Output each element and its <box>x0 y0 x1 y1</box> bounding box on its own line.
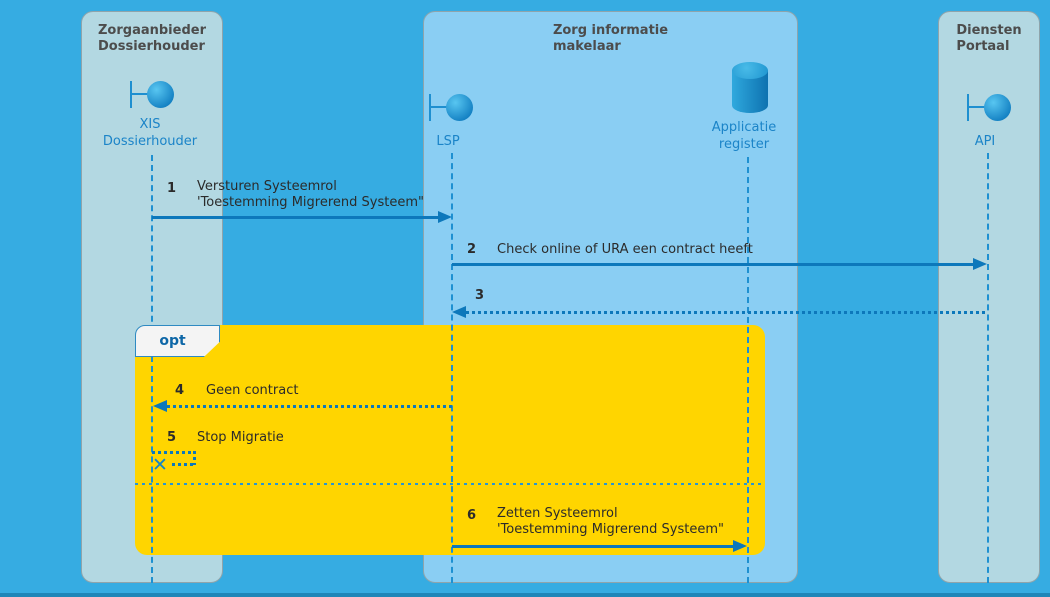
opt-fragment-tab: opt <box>135 325 220 357</box>
actor-label-line: XIS <box>139 117 161 132</box>
destroy-x-icon: ✕ <box>152 454 168 476</box>
actor-label-api: API <box>935 133 1035 150</box>
message-2-number: 2 <box>467 242 477 257</box>
lifeline-xis <box>151 155 153 583</box>
message-6-label: Zetten Systeemrol 'Toestemming Migrerend… <box>497 506 724 538</box>
message-1-line2: 'Toestemming Migrerend Systeem" <box>197 195 424 210</box>
bottom-edge <box>0 593 1050 597</box>
panel-title-portaal: Diensten Portaal <box>939 23 1039 55</box>
message-5-self-right <box>193 451 196 465</box>
message-1-line1: Versturen Systeemrol <box>197 179 337 194</box>
actor-label-xis: XIS Dossierhouder <box>90 116 210 150</box>
lifeline-lsp <box>451 153 453 583</box>
actor-label-line: API <box>974 134 996 149</box>
opt-fragment <box>135 325 765 555</box>
message-1-arrow <box>152 216 439 219</box>
opt-label: opt <box>159 333 186 349</box>
panel-title-zorgaanbieder: Zorgaanbieder Dossierhouder <box>82 23 222 55</box>
message-5-self-bottom <box>172 463 196 466</box>
arrowhead-icon <box>973 258 987 270</box>
message-5-number: 5 <box>167 430 177 445</box>
message-4-label: Geen contract <box>206 383 299 398</box>
message-6-number: 6 <box>467 508 477 523</box>
message-3-number: 3 <box>475 288 485 303</box>
message-6-line1: Zetten Systeemrol <box>497 506 618 521</box>
panel-title-makelaar: Zorg informatie makelaar <box>424 23 797 55</box>
panel-title-line: makelaar <box>552 39 621 54</box>
panel-title-line: Dossierhouder <box>98 39 205 54</box>
panel-title-line: Zorgaanbieder <box>98 23 206 38</box>
message-1-label: Versturen Systeemrol 'Toestemming Migrer… <box>197 179 424 211</box>
message-3-arrow <box>466 311 986 314</box>
message-4-number: 4 <box>175 383 185 398</box>
message-5-self-top <box>152 451 196 454</box>
actor-label-register: Applicatie register <box>694 119 794 153</box>
message-4-arrow <box>167 405 452 408</box>
message-2-label: Check online of URA een contract heeft <box>497 242 753 257</box>
database-icon <box>732 62 768 113</box>
arrowhead-icon <box>438 211 452 223</box>
panel-title-line: Portaal <box>956 39 1010 54</box>
message-6-arrow <box>452 545 734 548</box>
message-5-label: Stop Migratie <box>197 430 284 445</box>
message-6-line2: 'Toestemming Migrerend Systeem" <box>497 522 724 537</box>
actor-label-line: LSP <box>436 134 460 149</box>
actor-label-line: register <box>718 137 770 152</box>
message-2-arrow <box>452 263 974 266</box>
actor-label-line: Dossierhouder <box>102 134 198 149</box>
fragment-divider <box>135 483 765 485</box>
panel-title-line: Zorg informatie <box>552 23 669 38</box>
lifeline-api <box>987 153 989 583</box>
arrowhead-icon <box>452 306 466 318</box>
message-1-number: 1 <box>167 181 177 196</box>
arrowhead-icon <box>733 540 747 552</box>
actor-label-lsp: LSP <box>398 133 498 150</box>
panel-title-line: Diensten <box>956 23 1022 38</box>
lifeline-register <box>747 157 749 583</box>
actor-label-line: Applicatie <box>711 120 777 135</box>
arrowhead-icon <box>153 400 167 412</box>
